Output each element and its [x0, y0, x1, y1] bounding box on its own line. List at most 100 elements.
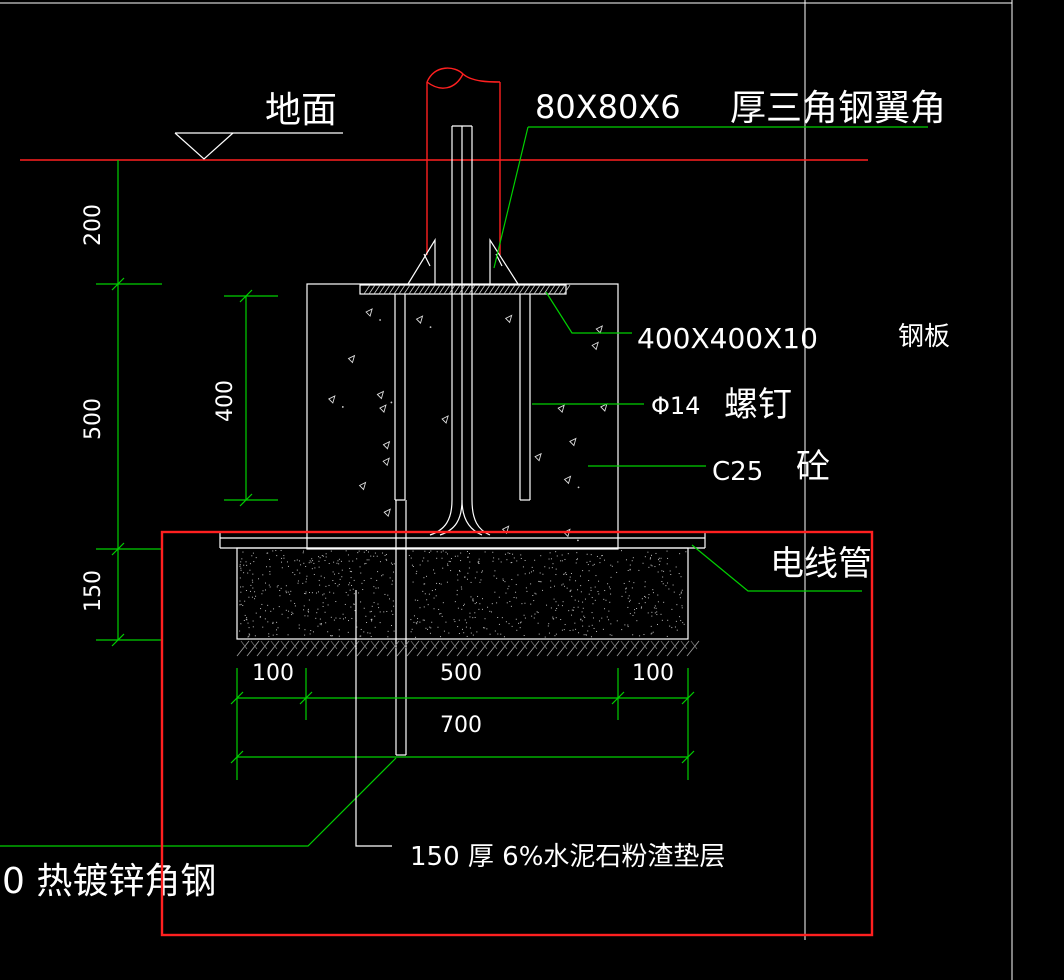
cushion-dot [442, 602, 444, 604]
cushion-dot [680, 576, 682, 578]
cushion-dot [581, 611, 583, 613]
cushion-dot [272, 550, 274, 552]
cushion-dot [325, 556, 327, 558]
cushion-dot [662, 583, 664, 585]
cushion-dot [482, 627, 484, 629]
leader-plate [545, 291, 632, 334]
cushion-dot [608, 619, 610, 621]
plate-hatch-line [508, 284, 516, 295]
cushion-dot [457, 607, 459, 609]
cushion-dot [291, 611, 293, 613]
plate-hatch-line [443, 284, 451, 295]
cushion-dot [497, 633, 499, 635]
cushion-dot [327, 631, 329, 633]
cushion-dot [252, 581, 254, 583]
cushion-dot [338, 558, 340, 560]
cushion-dot [374, 552, 376, 554]
cushion-dot [272, 621, 274, 623]
cushion-dot [567, 553, 569, 555]
cushion-dot [588, 593, 590, 595]
cushion-dot [339, 578, 341, 580]
cushion-dot [261, 603, 263, 605]
cushion-dot [306, 575, 308, 577]
cushion-dot [365, 562, 367, 564]
cushion-dot [419, 607, 421, 609]
cushion-dot [628, 595, 630, 597]
cushion-dot [347, 554, 349, 556]
cushion-dot [524, 602, 526, 604]
cushion-dot [572, 609, 574, 611]
cushion-dot [517, 574, 519, 576]
cushion-dot [481, 571, 483, 573]
cushion-dot [651, 615, 653, 617]
cushion-dot [583, 634, 585, 636]
cushion-dot [484, 551, 486, 553]
cushion-dot [427, 560, 429, 562]
cushion-dot [658, 557, 660, 559]
cushion-dot [501, 617, 503, 619]
cushion-dot [505, 621, 507, 623]
cushion-dot [526, 590, 528, 592]
aggregate-mark [591, 341, 599, 351]
cushion-dot [369, 611, 371, 613]
cushion-dot [294, 560, 296, 562]
cushion-dot [296, 569, 298, 571]
cushion-dot [685, 551, 687, 553]
plate-hatch-line [528, 284, 536, 295]
cushion-dot [553, 585, 555, 587]
cushion-dot [370, 618, 372, 620]
cushion-dot [580, 618, 582, 620]
cushion-dot [351, 571, 353, 573]
soil-hatch-line [620, 640, 628, 650]
cushion-dot [423, 577, 425, 579]
cushion-dot [481, 608, 483, 610]
cushion-dot [240, 623, 242, 625]
cushion-dot [422, 619, 424, 621]
plate-hatch-line [468, 284, 476, 295]
cushion-dot [493, 575, 495, 577]
cushion-dot [654, 605, 656, 607]
soil-hatch-line [286, 640, 300, 657]
soil-hatch-line [526, 640, 540, 657]
cushion-dot [416, 623, 418, 625]
cushion-dot [431, 621, 433, 623]
cushion-dot [428, 593, 430, 595]
cushion-dot [382, 574, 384, 576]
cushion-dot [285, 592, 287, 594]
cushion-dot [661, 570, 663, 572]
cushion-dot [330, 616, 332, 618]
cushion-dot [298, 560, 300, 562]
soil-hatch-line [496, 640, 510, 657]
cushion-dot [424, 583, 426, 585]
cushion-dot [674, 626, 676, 628]
plate-hatch-line [368, 284, 376, 295]
cushion-dot [425, 627, 427, 629]
cushion-dot [307, 608, 309, 610]
dimension-100-right: 100 [632, 661, 674, 686]
cushion-dot [472, 600, 474, 602]
plate-hatch-line [393, 284, 401, 295]
soil-hatch-line [660, 640, 668, 650]
cushion-dot [441, 557, 443, 559]
cushion-dot [373, 602, 375, 604]
cushion-dot [472, 599, 474, 601]
cushion-dot [312, 560, 314, 562]
ground-label: 地面 [265, 90, 337, 131]
cushion-dot [585, 634, 587, 636]
soil-hatch-line [240, 640, 248, 650]
cushion-dot [416, 570, 418, 572]
cushion-dot [658, 564, 660, 566]
cushion-dot [490, 611, 492, 613]
aggregate-mark [557, 404, 565, 414]
cushion-dot [387, 594, 389, 596]
cushion-dot [516, 560, 518, 562]
cushion-dot [588, 625, 590, 627]
cushion-dot [386, 559, 388, 561]
cushion-dot [245, 561, 247, 563]
cushion-dot [415, 622, 417, 624]
cushion-dot [348, 560, 350, 562]
cushion-dot [492, 560, 494, 562]
cushion-dot [563, 573, 565, 575]
cushion-dot [371, 618, 373, 620]
cushion-dot [357, 552, 359, 554]
